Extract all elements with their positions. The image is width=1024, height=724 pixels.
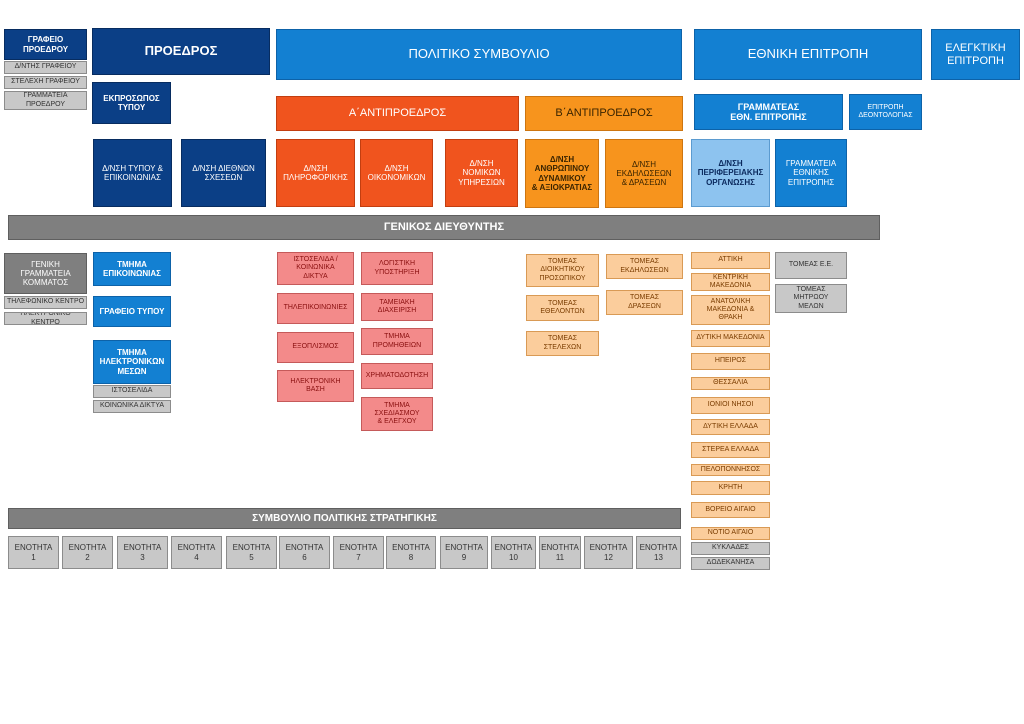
region-item: ΙΟΝΙΟΙ ΝΗΣΟΙ	[691, 397, 770, 414]
national-committee-secretariat: ΓΡΑΜΜΑΤΕΙΑ ΕΘΝΙΚΗΣ ΕΠΙΤΡΟΠΗΣ	[775, 139, 847, 207]
general-secretariat: ΓΕΝΙΚΗ ΓΡΑΜΜΑΤΕΙΑ ΚΟΜΜΑΤΟΣ	[4, 253, 87, 294]
national-committee: ΕΘΝΙΚΗ ΕΠΙΤΡΟΠΗ	[694, 29, 922, 80]
financial-unit: ΤΜΗΜΑ ΠΡΟΜΗΘΕΙΩΝ	[361, 328, 433, 355]
political-council: ΠΟΛΙΤΙΚΟ ΣΥΜΒΟΥΛΙΟ	[276, 29, 682, 80]
region-item: ΗΠΕΙΡΟΣ	[691, 353, 770, 370]
press-office: ΓΡΑΦΕΙΟ ΤΥΠΟΥ	[93, 296, 171, 327]
events-unit: ΤΟΜΕΑΣ ΔΡΑΣΕΩΝ	[606, 290, 683, 315]
region-subitem: ΔΩΔΕΚΑΝΗΣΑ	[691, 557, 770, 570]
region-item: ΔΥΤΙΚΗ ΕΛΛΑΔΑ	[691, 419, 770, 435]
region-item: ΘΕΣΣΑΛΙΑ	[691, 377, 770, 390]
hr-unit: ΤΟΜΕΑΣ ΔΙΟΙΚΗΤΙΚΟΥ ΠΡΟΣΩΠΙΚΟΥ	[526, 254, 599, 287]
financial-unit: ΤΑΜΕΙΑΚΗ ΔΙΑΧΕΙΡΙΣΗ	[361, 293, 433, 321]
secretary-national-committee: ΓΡΑΜΜΑΤΕΑΣ ΕΘΝ. ΕΠΙΤΡΟΠΗΣ	[694, 94, 843, 130]
audit-committee: ΕΛΕΓΚΤΙΚΗ ΕΠΙΤΡΟΠΗ	[931, 29, 1020, 80]
general-director-bar: ΓΕΝΙΚΟΣ ΔΙΕΥΘΥΝΤΗΣ	[8, 215, 880, 240]
electronic-media-department: ΤΜΗΜΑ ΗΛΕΚΤΡΟΝΙΚΩΝ ΜΕΣΩΝ	[93, 340, 171, 384]
social-networks: ΚΟΙΝΩΝΙΚΑ ΔΙΚΤΥΑ	[93, 400, 171, 413]
unit-item: ΕΝΟΤΗΤΑ 13	[636, 536, 681, 569]
spokesperson: ΕΚΠΡΟΣΩΠΟΣ ΤΥΠΟΥ	[92, 82, 171, 124]
directorate-financial: Δ/ΝΣΗ ΟΙΚΟΝΟΜΙΚΩΝ	[360, 139, 433, 207]
ethics-committee: ΕΠΙΤΡΟΠΗ ΔΕΟΝΤΟΛΟΓΙΑΣ	[849, 94, 922, 130]
office-of-president: ΓΡΑΦΕΙΟ ΠΡΟΕΔΡΟΥ	[4, 29, 87, 60]
office-secretariat: ΓΡΑΜΜΑΤΕΙΑ ΠΡΟΕΔΡΟΥ	[4, 91, 87, 110]
informatics-unit: ΤΗΛΕΠΙΚΟΙΝΩΝΙΕΣ	[277, 293, 354, 324]
region-item: ΣΤΕΡΕΑ ΕΛΛΑΔΑ	[691, 442, 770, 458]
financial-unit: ΤΜΗΜΑ ΣΧΕΔΙΑΣΜΟΥ & ΕΛΕΓΧΟΥ	[361, 397, 433, 431]
unit-item: ΕΝΟΤΗΤΑ 3	[117, 536, 168, 569]
electronic-center: ΗΛΕΚΤΡΟΝΙΚΟ ΚΕΝΤΡΟ	[4, 312, 87, 325]
directorate-international-relations: Δ/ΝΣΗ ΔΙΕΘΝΩΝ ΣΧΕΣΕΩΝ	[181, 139, 266, 207]
informatics-unit: ΗΛΕΚΤΡΟΝΙΚΗ ΒΑΣΗ	[277, 370, 354, 402]
unit-item: ΕΝΟΤΗΤΑ 2	[62, 536, 113, 569]
unit-item: ΕΝΟΤΗΤΑ 12	[584, 536, 633, 569]
region-item: ΚΕΝΤΡΙΚΗ ΜΑΚΕΔΟΝΙΑ	[691, 273, 770, 291]
unit-item: ΕΝΟΤΗΤΑ 1	[8, 536, 59, 569]
events-unit: ΤΟΜΕΑΣ ΕΚΔΗΛΩΣΕΩΝ	[606, 254, 683, 279]
nc-unit: ΤΟΜΕΑΣ Ε.Ε.	[775, 252, 847, 279]
region-item: ΒΟΡΕΙΟ ΑΙΓΑΙΟ	[691, 502, 770, 518]
informatics-unit: ΙΣΤΟΣΕΛΙΔΑ / ΚΟΙΝΩΝΙΚΑ ΔΙΚΤΥΑ	[277, 252, 354, 285]
first-vice-president: Α΄ΑΝΤΙΠΡΟΕΔΡΟΣ	[276, 96, 519, 131]
unit-item: ΕΝΟΤΗΤΑ 8	[386, 536, 436, 569]
unit-item: ΕΝΟΤΗΤΑ 10	[491, 536, 536, 569]
financial-unit: ΧΡΗΜΑΤΟΔΟΤΗΣΗ	[361, 363, 433, 389]
region-subitem: ΚΥΚΛΑΔΕΣ	[691, 542, 770, 555]
nc-unit: ΤΟΜΕΑΣ ΜΗΤΡΩΟΥ ΜΕΛΩΝ	[775, 284, 847, 313]
directorate-press-communication: Δ/ΝΣΗ ΤΥΠΟΥ & ΕΠΙΚΟΙΝΩΝΙΑΣ	[93, 139, 172, 207]
unit-item: ΕΝΟΤΗΤΑ 11	[539, 536, 581, 569]
directorate-legal: Δ/ΝΣΗ ΝΟΜΙΚΩΝ ΥΠΗΡΕΣΙΩΝ	[445, 139, 518, 207]
president: ΠΡΟΕΔΡΟΣ	[92, 28, 270, 75]
unit-item: ΕΝΟΤΗΤΑ 6	[279, 536, 330, 569]
website: ΙΣΤΟΣΕΛΙΔΑ	[93, 385, 171, 398]
unit-item: ΕΝΟΤΗΤΑ 5	[226, 536, 277, 569]
unit-item: ΕΝΟΤΗΤΑ 4	[171, 536, 222, 569]
hr-unit: ΤΟΜΕΑΣ ΣΤΕΛΕΧΩΝ	[526, 331, 599, 356]
unit-item: ΕΝΟΤΗΤΑ 9	[440, 536, 488, 569]
office-staff: ΣΤΕΛΕΧΗ ΓΡΑΦΕΙΟΥ	[4, 76, 87, 89]
directorate-events: Δ/ΝΣΗ ΕΚΔΗΛΩΣΕΩΝ & ΔΡΑΣΕΩΝ	[605, 139, 683, 208]
financial-unit: ΛΟΓΙΣΤΙΚΗ ΥΠΟΣΤΗΡΙΞΗ	[361, 252, 433, 285]
directorate-informatics: Δ/ΝΣΗ ΠΛΗΡΟΦΟΡΙΚΗΣ	[276, 139, 355, 207]
office-director: Δ/ΝΤΗΣ ΓΡΑΦΕΙΟΥ	[4, 61, 87, 74]
region-item: ΝΟΤΙΟ ΑΙΓΑΙΟ	[691, 527, 770, 540]
phone-center: ΤΗΛΕΦΩΝΙΚΟ ΚΕΝΤΡΟ	[4, 296, 87, 309]
communication-department: ΤΜΗΜΑ ΕΠΙΚΟΙΝΩΝΙΑΣ	[93, 252, 171, 286]
strategy-council-bar: ΣΥΜΒΟΥΛΙΟ ΠΟΛΙΤΙΚΗΣ ΣΤΡΑΤΗΓΙΚΗΣ	[8, 508, 681, 529]
region-item: ΔΥΤΙΚΗ ΜΑΚΕΔΟΝΙΑ	[691, 330, 770, 347]
unit-item: ΕΝΟΤΗΤΑ 7	[333, 536, 384, 569]
hr-unit: ΤΟΜΕΑΣ ΕΘΕΛΟΝΤΩΝ	[526, 295, 599, 321]
region-item: ΑΤΤΙΚΗ	[691, 252, 770, 269]
second-vice-president: Β΄ΑΝΤΙΠΡΟΕΔΡΟΣ	[525, 96, 683, 131]
directorate-regional-organization: Δ/ΝΣΗ ΠΕΡΙΦΕΡΕΙΑΚΗΣ ΟΡΓΑΝΩΣΗΣ	[691, 139, 770, 207]
region-item: ΑΝΑΤΟΛΙΚΗ ΜΑΚΕΔΟΝΙΑ & ΘΡΑΚΗ	[691, 295, 770, 325]
region-item: ΠΕΛΟΠΟΝΝΗΣΟΣ	[691, 464, 770, 476]
region-item: ΚΡΗΤΗ	[691, 481, 770, 495]
informatics-unit: ΕΞΟΠΛΙΣΜΟΣ	[277, 332, 354, 363]
directorate-human-resources: Δ/ΝΣΗ ΑΝΘΡΩΠΙΝΟΥ ΔΥΝΑΜΙΚΟΥ & ΑΞΙΟΚΡΑΤΙΑΣ	[525, 139, 599, 208]
